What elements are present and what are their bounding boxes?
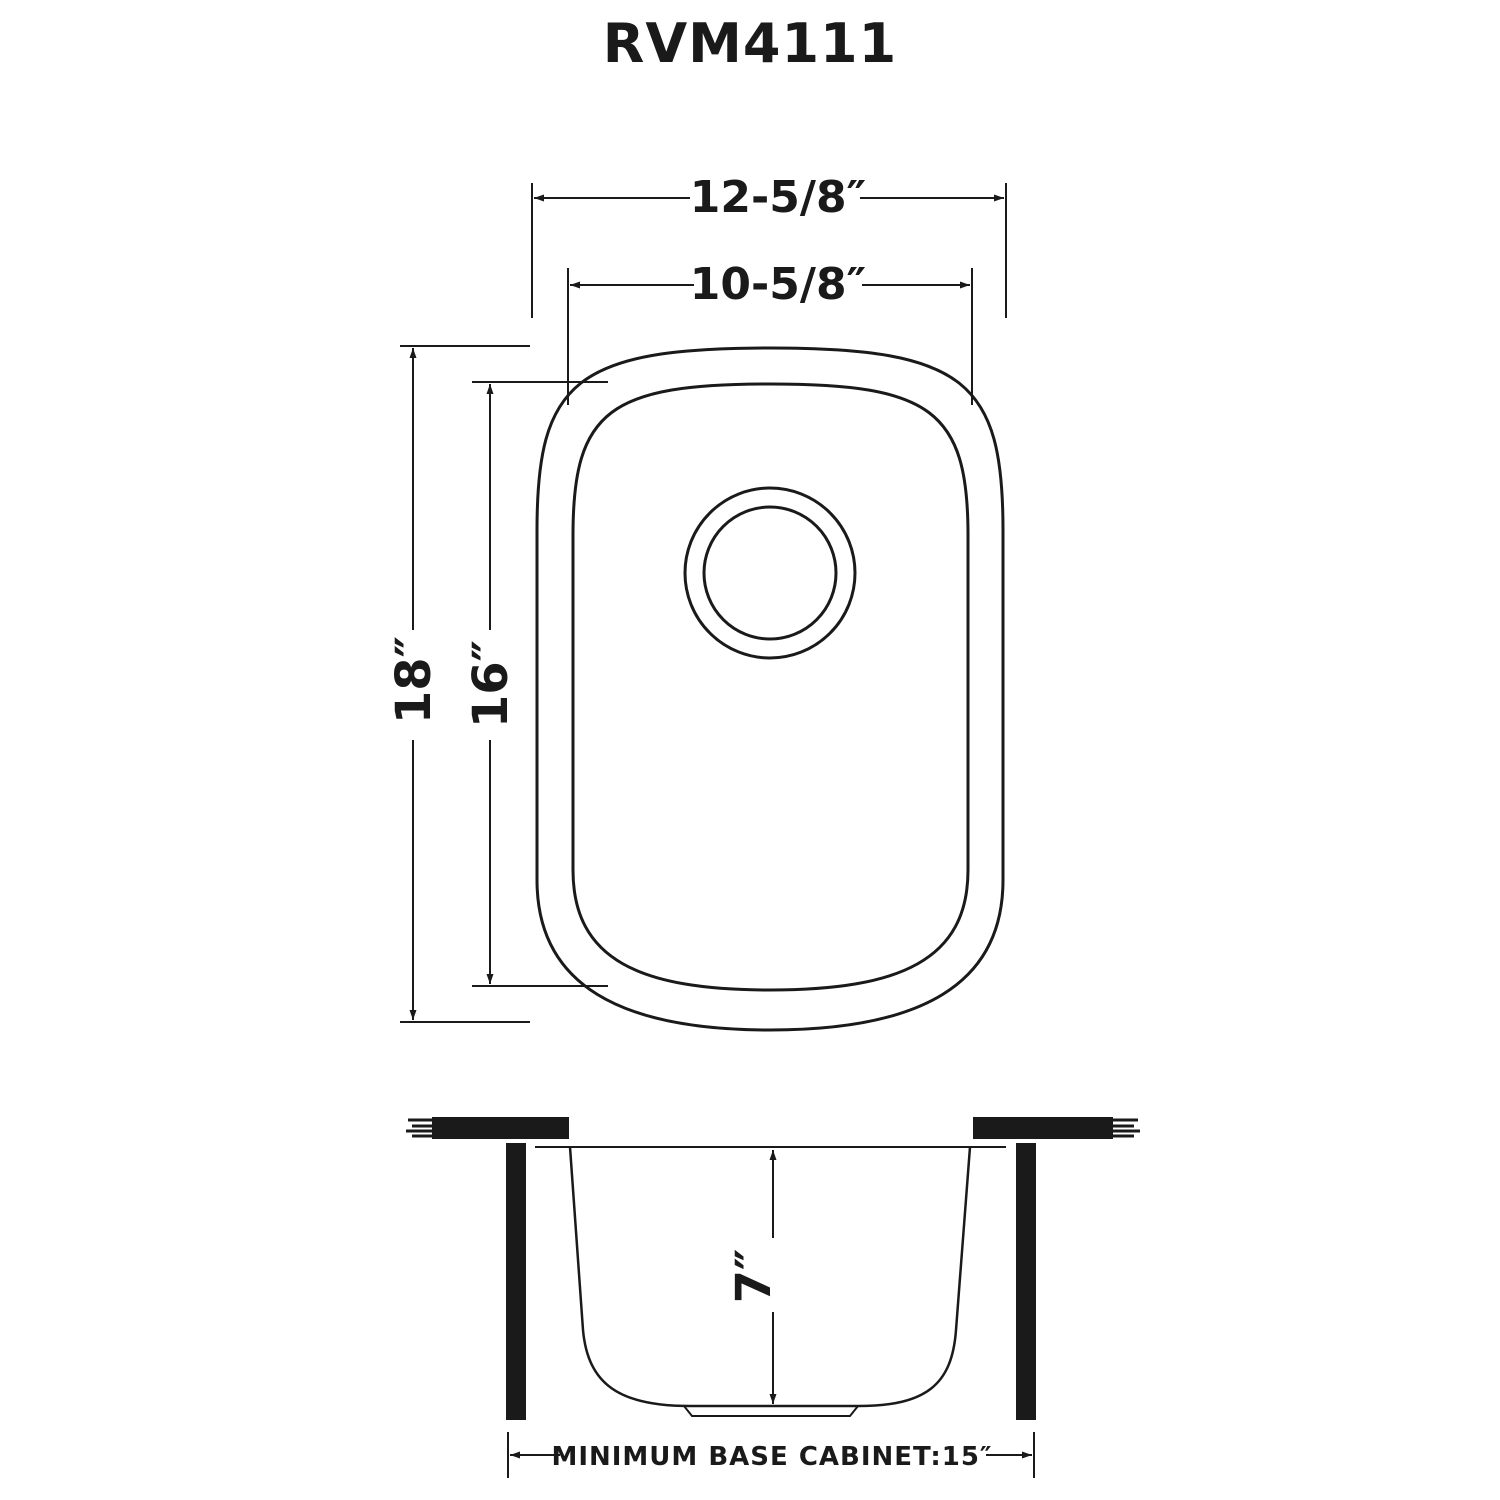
overall-length-label: 18″ bbox=[386, 636, 442, 724]
overall-width-label: 12-5/8″ bbox=[690, 172, 866, 223]
min-cabinet-label: MINIMUM BASE CABINET:15″ bbox=[551, 1442, 992, 1472]
drain-bump bbox=[683, 1405, 859, 1417]
cabinet-wall-right bbox=[1016, 1143, 1036, 1420]
countertop-left bbox=[432, 1117, 569, 1139]
drain-inner-ring bbox=[702, 505, 838, 641]
drain-outer-ring bbox=[683, 486, 857, 660]
sink-outer-rim bbox=[535, 346, 1005, 1032]
sink-inner-bowl bbox=[571, 382, 970, 992]
model-title: RVM4111 bbox=[602, 12, 898, 75]
side-view: 7″ MINIMUM BASE CABINET:15″ bbox=[406, 1117, 1140, 1478]
depth-label: 7″ bbox=[726, 1249, 782, 1304]
cabinet-wall-left bbox=[506, 1143, 526, 1420]
sink-bowl-profile bbox=[568, 1146, 972, 1408]
inner-length-label: 16″ bbox=[463, 640, 519, 728]
top-view: 12-5/8″ 10-5/8″ 18″ 16″ bbox=[386, 168, 1007, 1032]
countertop-right bbox=[973, 1117, 1113, 1139]
inner-width-label: 10-5/8″ bbox=[690, 259, 866, 310]
